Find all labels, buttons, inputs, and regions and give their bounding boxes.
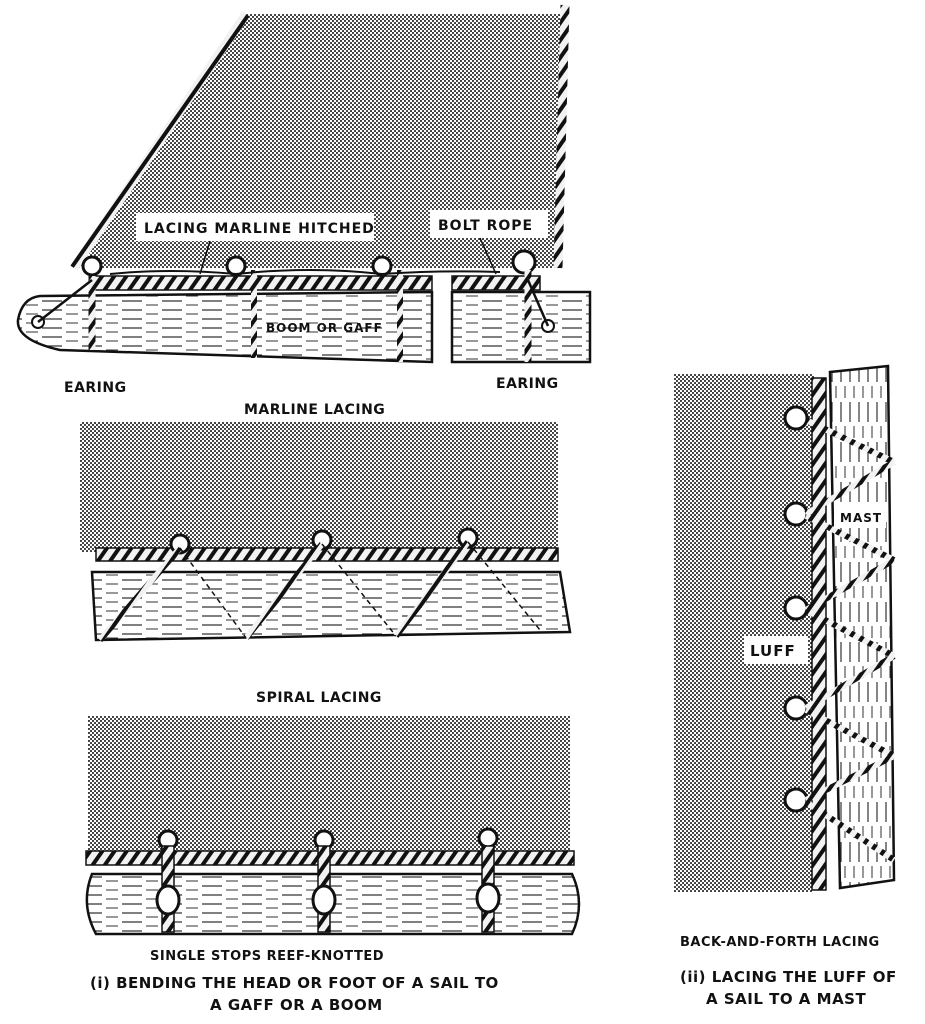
back-and-forth-panel: MAST LUFF BACK-AND-FORTH LACING (ii) LAC…: [674, 364, 897, 1008]
spiral-turn: [97, 546, 183, 642]
hidden-turn: [321, 543, 397, 637]
grommet: [783, 595, 809, 621]
caption-ii-line1: (ii) LACING THE LUFF OF: [680, 968, 897, 986]
caption-i-line1: (i) BENDING THE HEAD OR FOOT OF A SAIL T…: [90, 974, 499, 992]
lacing-turn: [804, 799, 896, 863]
caption-i-line2: A GAFF OR A BOOM: [210, 996, 383, 1014]
lacing-turn: [804, 513, 896, 563]
hidden-turn: [467, 541, 541, 631]
grommet: [511, 249, 537, 275]
sail-head: [74, 14, 560, 268]
bolt-rope-label: BOLT ROPE: [438, 218, 533, 234]
grommet: [783, 695, 809, 721]
earing-left-label: EARING: [64, 380, 127, 396]
boom-right: [450, 290, 592, 364]
earing-right-label: EARING: [496, 376, 559, 392]
spiral-lacing-panel: SPIRAL LACING: [80, 422, 572, 706]
grommet: [783, 787, 809, 813]
sail-luff-section: [674, 374, 814, 892]
grommet: [371, 255, 393, 277]
spiral-turn: [243, 542, 325, 640]
luff-rope: [553, 4, 570, 269]
label-box: [136, 213, 374, 241]
lacing-turn: [804, 557, 896, 613]
mast-label: MAST: [840, 511, 882, 525]
label-box: [430, 210, 548, 238]
grommet: [457, 527, 479, 549]
grommet: [783, 405, 809, 431]
boom-or-gaff-label: BOOM OR GAFF: [266, 321, 383, 335]
back-and-forth-caption: BACK-AND-FORTH LACING: [680, 935, 880, 950]
lacing-turn: [804, 459, 896, 517]
reef-knot: [155, 884, 181, 916]
bolt-rope-foot-left: [91, 275, 433, 291]
hidden-turn: [179, 547, 247, 639]
bolt-rope-foot-right: [451, 275, 541, 291]
luff-label: LUFF: [750, 642, 796, 660]
reef-knot: [311, 884, 337, 916]
leader-line: [199, 240, 211, 275]
grommet: [311, 529, 333, 551]
leader-line: [479, 237, 497, 275]
lacing-turn: [804, 753, 896, 803]
marline: [109, 269, 501, 276]
single-stops-panel: SINGLE STOPS REEF-KNOTTED (i) BENDING TH…: [85, 716, 581, 1014]
leech-rope: [70, 11, 250, 271]
lacing-turn: [804, 653, 896, 711]
earing-line: [526, 279, 550, 327]
reef-knot: [475, 882, 501, 914]
grommet: [225, 255, 247, 277]
boom: [16, 290, 434, 364]
caption-ii-line2: A SAIL TO A MAST: [706, 990, 866, 1008]
lacing-marline-hitched-label: LACING MARLINE HITCHED: [144, 221, 375, 237]
lacing-turn: [804, 417, 896, 465]
spiral-turn: [393, 540, 471, 638]
marline-lacing-panel: LACING MARLINE HITCHED BOLT ROPE BOOM OR…: [16, 4, 592, 418]
earing-line: [37, 279, 93, 323]
mast: [828, 364, 896, 890]
spar: [90, 570, 572, 642]
bolt-rope: [95, 547, 559, 562]
grommet: [81, 255, 103, 277]
single-stops-caption: SINGLE STOPS REEF-KNOTTED: [150, 949, 384, 964]
label-box: [834, 506, 886, 528]
lacing-turn: [804, 707, 896, 759]
marline-lacing-caption: MARLINE LACING: [244, 402, 385, 418]
grommet: [783, 501, 809, 527]
label-box: [744, 636, 808, 664]
spiral-lacing-caption: SPIRAL LACING: [256, 690, 382, 706]
lacing-turn: [804, 607, 896, 659]
grommet: [169, 533, 191, 555]
grommet: [477, 827, 499, 849]
